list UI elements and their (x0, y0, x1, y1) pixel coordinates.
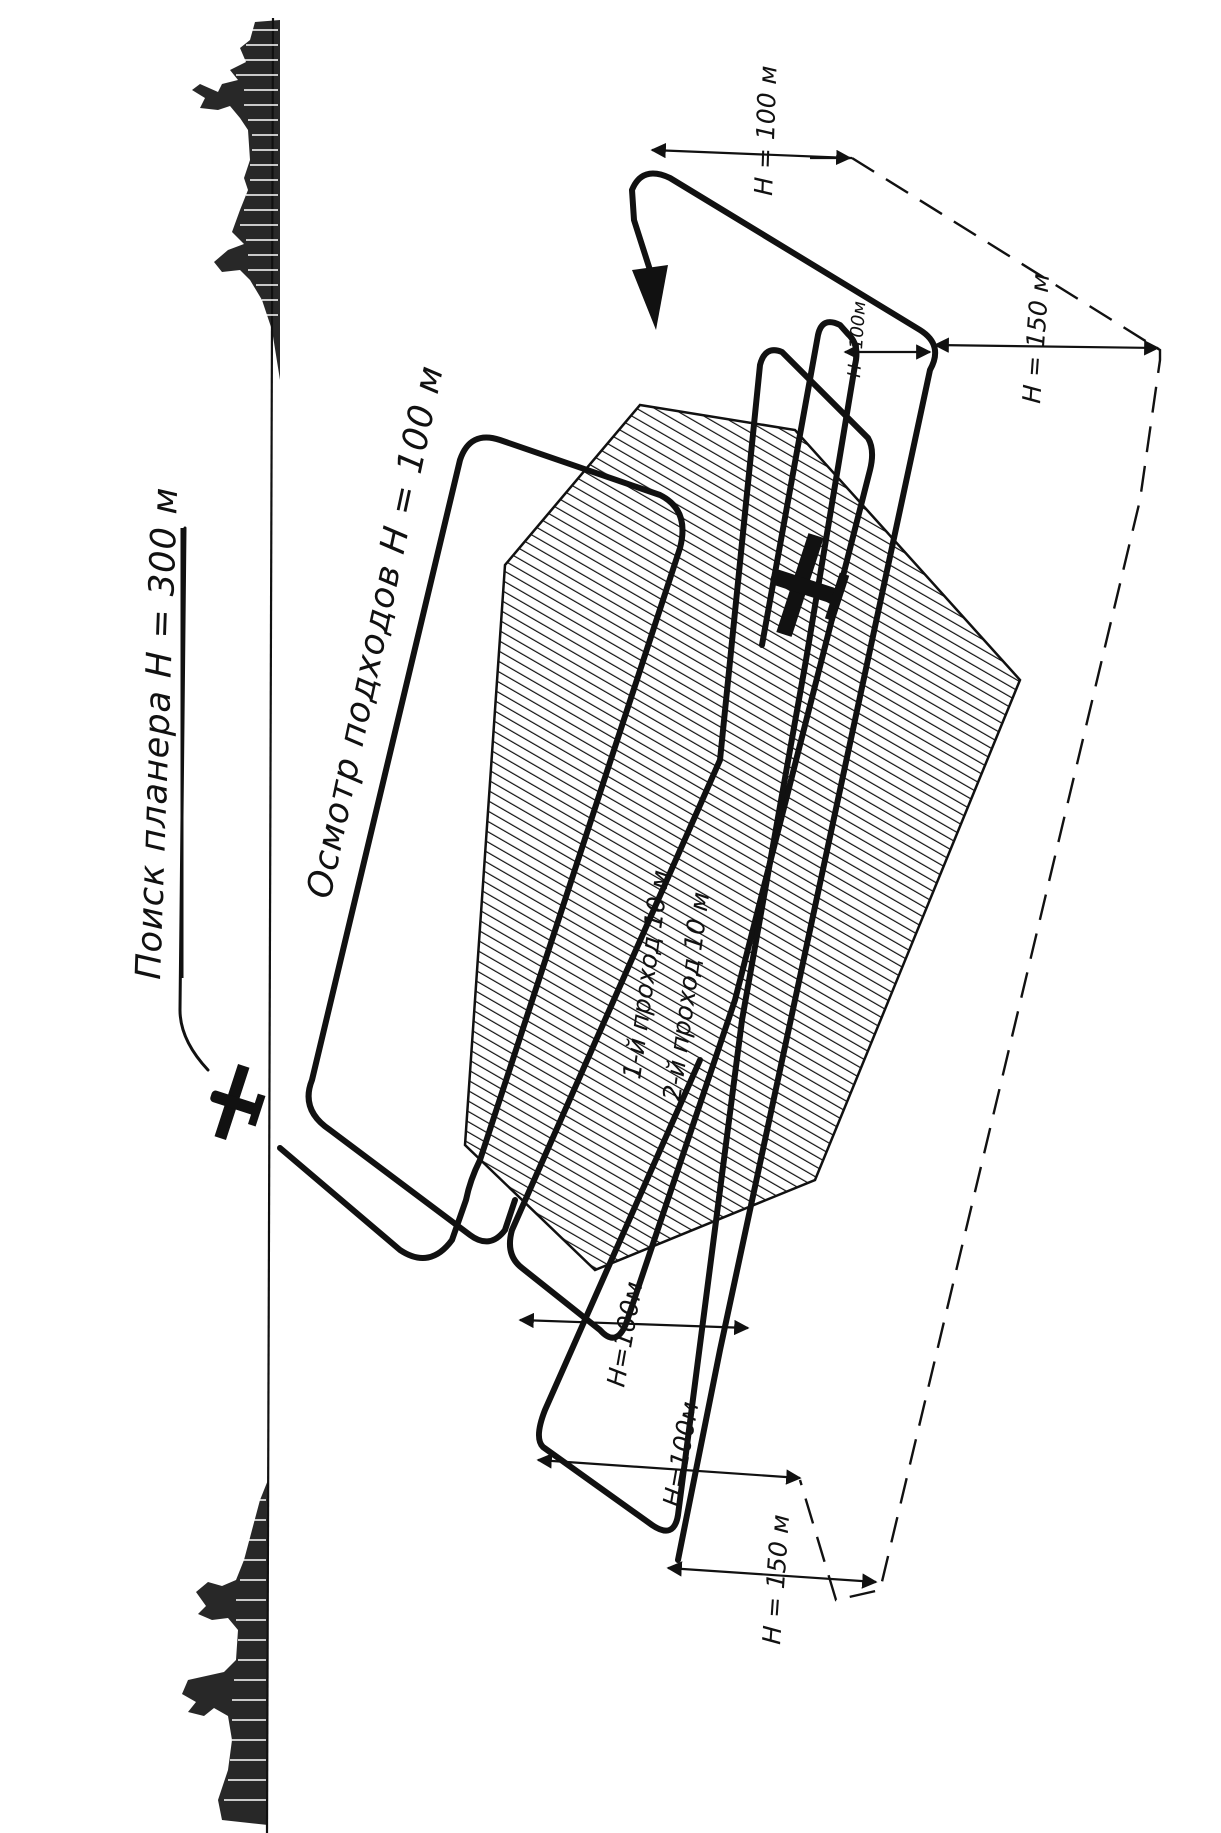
airplane-icon (210, 1064, 266, 1140)
approach-inspection-track (277, 434, 686, 1261)
glider-search-track (178, 526, 210, 1072)
second-pass-track (536, 319, 860, 1534)
treeline-icon (182, 1480, 268, 1825)
outer-loop-track (629, 170, 939, 1563)
search-area (463, 403, 1022, 1272)
boundary-dashed (798, 156, 1162, 1602)
h100-upper-mid-label: H=100м (844, 301, 870, 379)
airplane-icon (770, 533, 850, 637)
treeline-icon (192, 20, 280, 380)
direction-arrow-icon (632, 265, 668, 330)
dimension-arrows (518, 142, 1160, 1589)
glider-search-label: Поиск планера H = 300 м (129, 486, 186, 980)
h150-upper-label: H = 150 м (1017, 273, 1055, 405)
h100-top-label: H = 100 м (749, 65, 783, 196)
h150-lower-label: H = 150 м (757, 1514, 795, 1646)
